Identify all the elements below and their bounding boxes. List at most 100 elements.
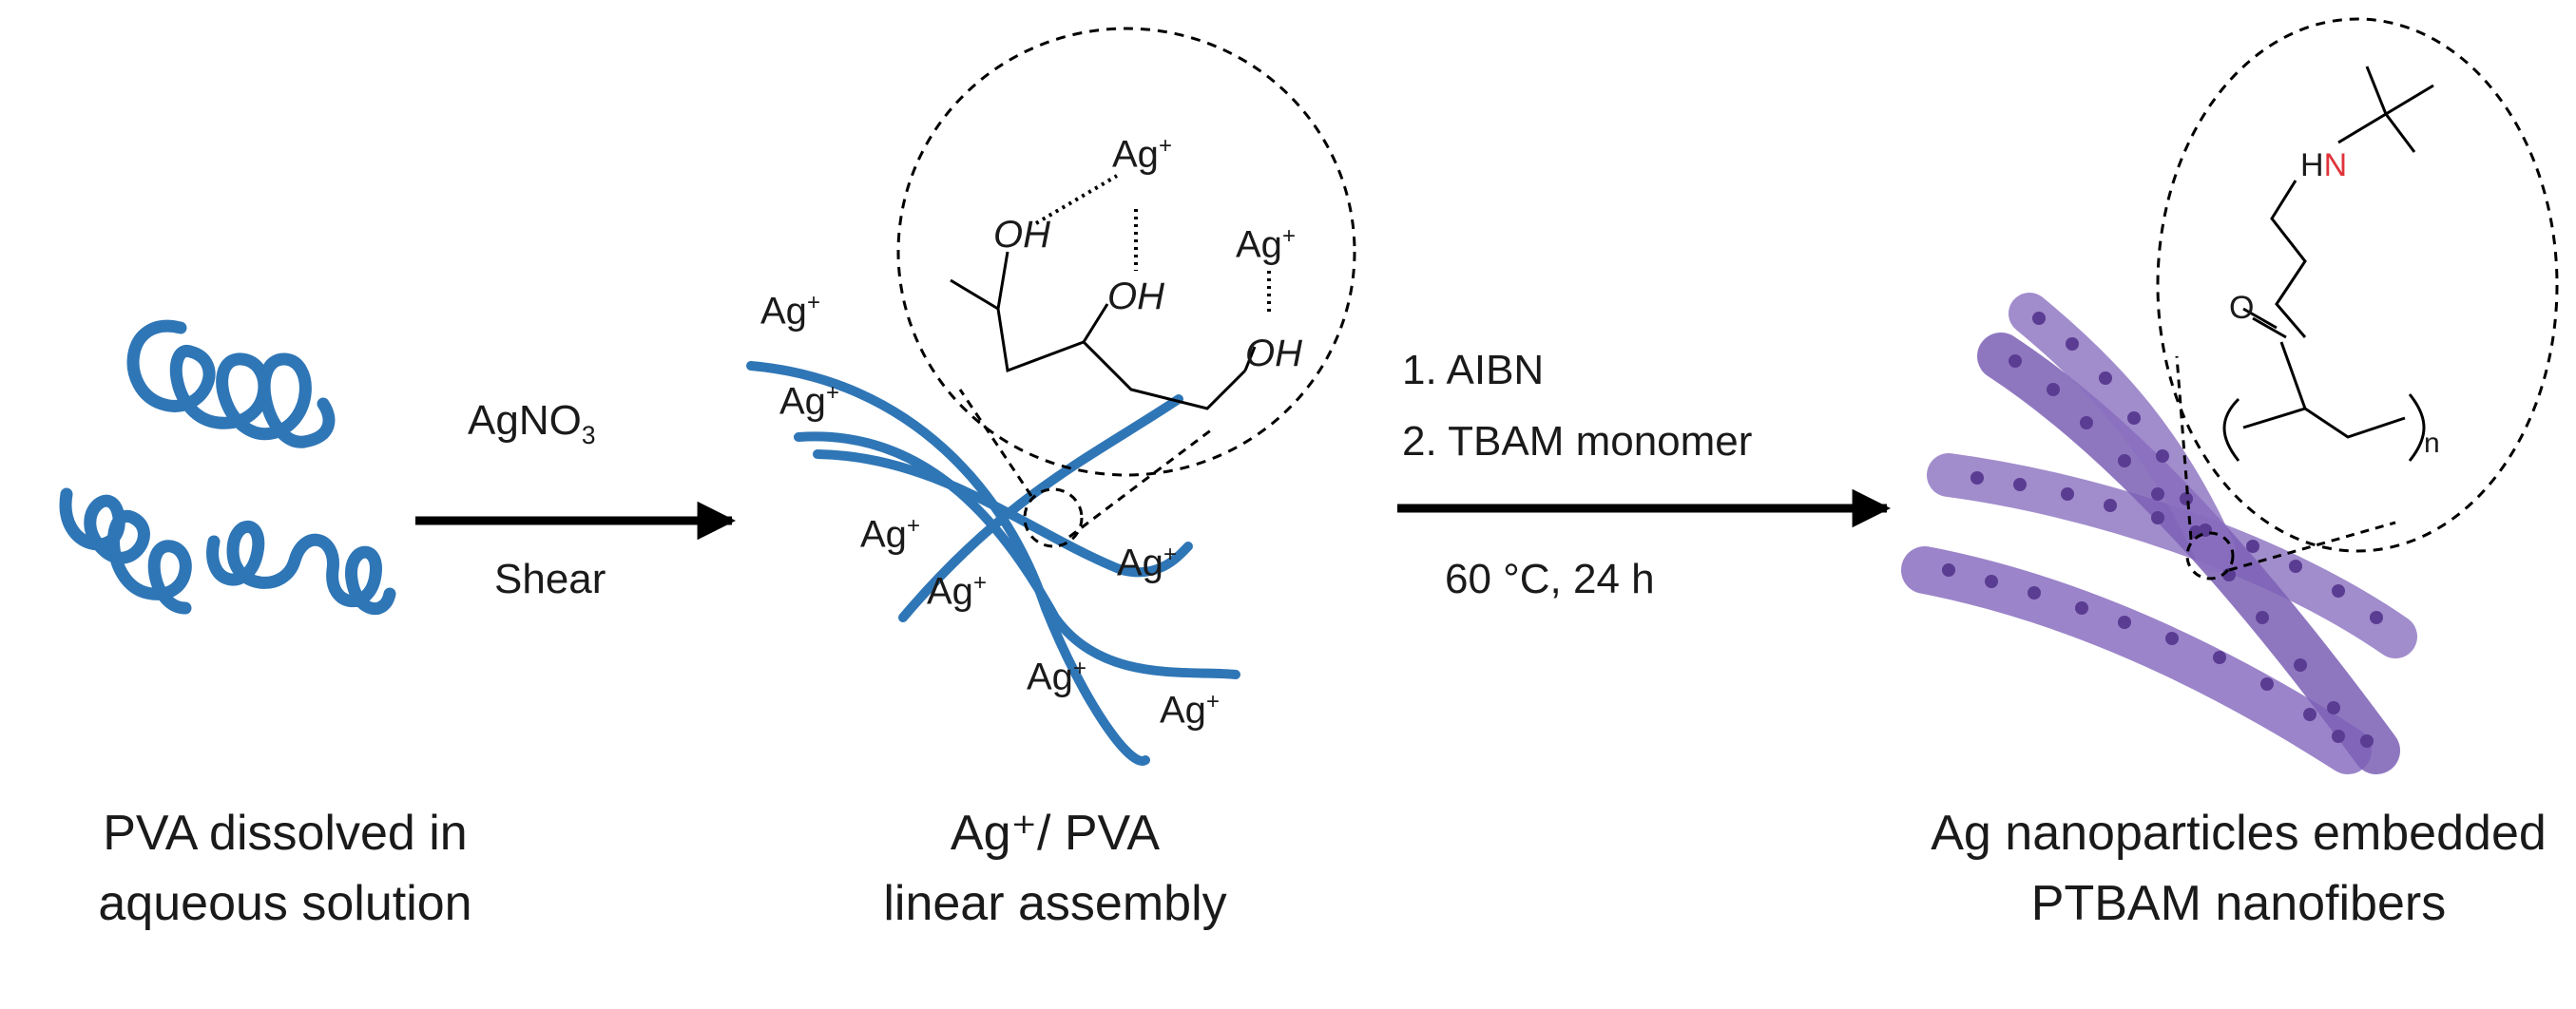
ag-ion-label: Ag+ (1027, 656, 1086, 698)
ag-nanoparticle (2289, 560, 2302, 573)
pva-chain-3 (813, 449, 1193, 578)
ag-nanoparticle (2156, 449, 2169, 463)
ag-nanoparticle (2294, 658, 2307, 672)
fiber-zoom-spot (2185, 531, 2235, 581)
coordination-bond-1 (1034, 174, 1119, 225)
tert-butyl (2337, 66, 2434, 153)
ag-nanoparticle (2099, 371, 2112, 385)
ag-ion-label: Ag+ (860, 513, 920, 556)
ag-ion-label: Ag+ (1160, 689, 1220, 732)
ag-nanoparticle (2260, 677, 2274, 691)
ag-nanoparticle (2118, 616, 2131, 629)
hydroxyl-label: OH (1245, 333, 1302, 374)
ag-nanoparticle (2047, 383, 2060, 396)
bracket-left (2222, 397, 2240, 462)
oh-bond-2 (1082, 303, 1109, 343)
reagent-name: AgNO (468, 397, 582, 444)
pva-coil-bottom-left (59, 487, 192, 615)
ag-nanoparticle (2104, 499, 2117, 512)
pva-coil-bottom-right (206, 520, 396, 616)
ag-nanoparticle (2180, 492, 2193, 505)
ag-nanoparticle (2327, 701, 2340, 714)
arrow-1-reagent: AgNO3 (468, 397, 596, 450)
ag-nanoparticles (1942, 312, 2383, 748)
ester-bonds (2242, 307, 2307, 409)
caption-ag-pva-assembly: Ag⁺/ PVA linear assembly (817, 798, 1293, 939)
ag-nanoparticle (2127, 411, 2141, 425)
pva-zoom-spot (1023, 487, 1084, 548)
reagent-subscript: 3 (581, 420, 596, 449)
hydroxyl-label: OH (1107, 276, 1164, 317)
ag-nanoparticle (1970, 471, 1984, 485)
pva-inset-circle (896, 27, 1356, 477)
pva-aligned-chains (746, 361, 1240, 766)
pva-backbone (950, 278, 1247, 410)
ag-nanoparticle (2332, 584, 2345, 598)
bracket-right (2408, 393, 2426, 462)
caption-pva-solution: PVA dissolved in aqueous solution (0, 798, 570, 939)
caption-line: Ag nanoparticles embedded (1931, 806, 2547, 861)
ag-nanoparticle (2075, 601, 2088, 615)
ag-nanoparticle (2151, 487, 2164, 501)
inset-ag-ion-label: Ag+ (1112, 133, 1172, 176)
ag-nanoparticle (1985, 575, 1998, 588)
caption-line: PVA dissolved in (103, 806, 468, 861)
ag-nanoparticle (2213, 651, 2226, 664)
ptbam-nanofibers (1901, 293, 2417, 774)
hydroxyl-label: OH (993, 214, 1050, 256)
ag-nanoparticle (2360, 734, 2374, 748)
nanofiber-3-body (1977, 333, 2400, 774)
repeat-unit-label: n (2424, 428, 2440, 459)
arrow-1-condition: Shear (494, 556, 606, 602)
inset-ag-ion-label: Ag+ (1236, 223, 1296, 266)
pva-coil-top (126, 319, 336, 448)
pva-coils (59, 319, 396, 616)
amine-nitrogen: N (2323, 147, 2348, 183)
ag-ion-label: Ag+ (1117, 542, 1177, 584)
ag-nanoparticle (2013, 478, 2027, 491)
coordination-bonds (1034, 174, 1271, 314)
ag-nanoparticle (2246, 540, 2259, 553)
fiber-zoom-line-1 (2175, 355, 2193, 541)
ag-nanoparticle (2151, 511, 2164, 524)
pva-chain-4 (898, 394, 1183, 622)
caption-ptbam-nanofibers: Ag nanoparticles embedded PTBAM nanofibe… (1901, 798, 2576, 939)
ag-ion-label: Ag+ (927, 570, 987, 613)
ag-nanoparticle (2066, 337, 2079, 351)
ag-nanoparticle (2256, 611, 2269, 624)
arrow-2-step-1: 1. AIBN (1402, 347, 1545, 393)
oh-bond-1 (996, 251, 1009, 310)
pva-chain-2 (794, 431, 1240, 679)
caption-line: PTBAM nanofibers (2030, 876, 2447, 931)
ag-nanoparticle (2009, 354, 2022, 368)
ag-nanoparticle (2032, 312, 2046, 325)
ag-nanoparticle (2028, 586, 2041, 600)
ag-nanoparticle (2303, 708, 2316, 721)
amine-chain (2270, 180, 2307, 338)
ag-nanoparticle (2165, 632, 2179, 645)
ptbam-inset-circle (2156, 17, 2559, 553)
ag-nanoparticle (2118, 454, 2131, 467)
ag-nanoparticle (2370, 611, 2383, 624)
arrow-2-condition: 60 °C, 24 h (1445, 556, 1655, 602)
ag-nanoparticle (2061, 487, 2074, 501)
pva-zoom-line-1 (958, 389, 1033, 497)
ester-oxygen-label: O (2229, 290, 2255, 326)
oh-bond-3 (1243, 346, 1257, 371)
caption-line: Ag⁺/ PVA (950, 806, 1161, 861)
pva-zoom-line-2 (1068, 428, 1213, 539)
caption-line: aqueous solution (98, 876, 472, 931)
fiber-zoom-line-2 (2228, 521, 2396, 572)
amine-label: HN (2300, 147, 2347, 184)
ag-ion-label: Ag+ (760, 290, 820, 333)
caption-line: linear assembly (883, 876, 1227, 931)
ptbam-structure (2222, 66, 2434, 462)
ag-nanoparticle (1942, 563, 1955, 577)
arrow-2-step-2: 2. TBAM monomer (1402, 418, 1753, 465)
amine-hydrogen: H (2300, 147, 2324, 183)
ag-nanoparticle (2080, 416, 2093, 429)
backbone (2242, 407, 2406, 439)
ag-nanoparticle (2332, 730, 2345, 743)
